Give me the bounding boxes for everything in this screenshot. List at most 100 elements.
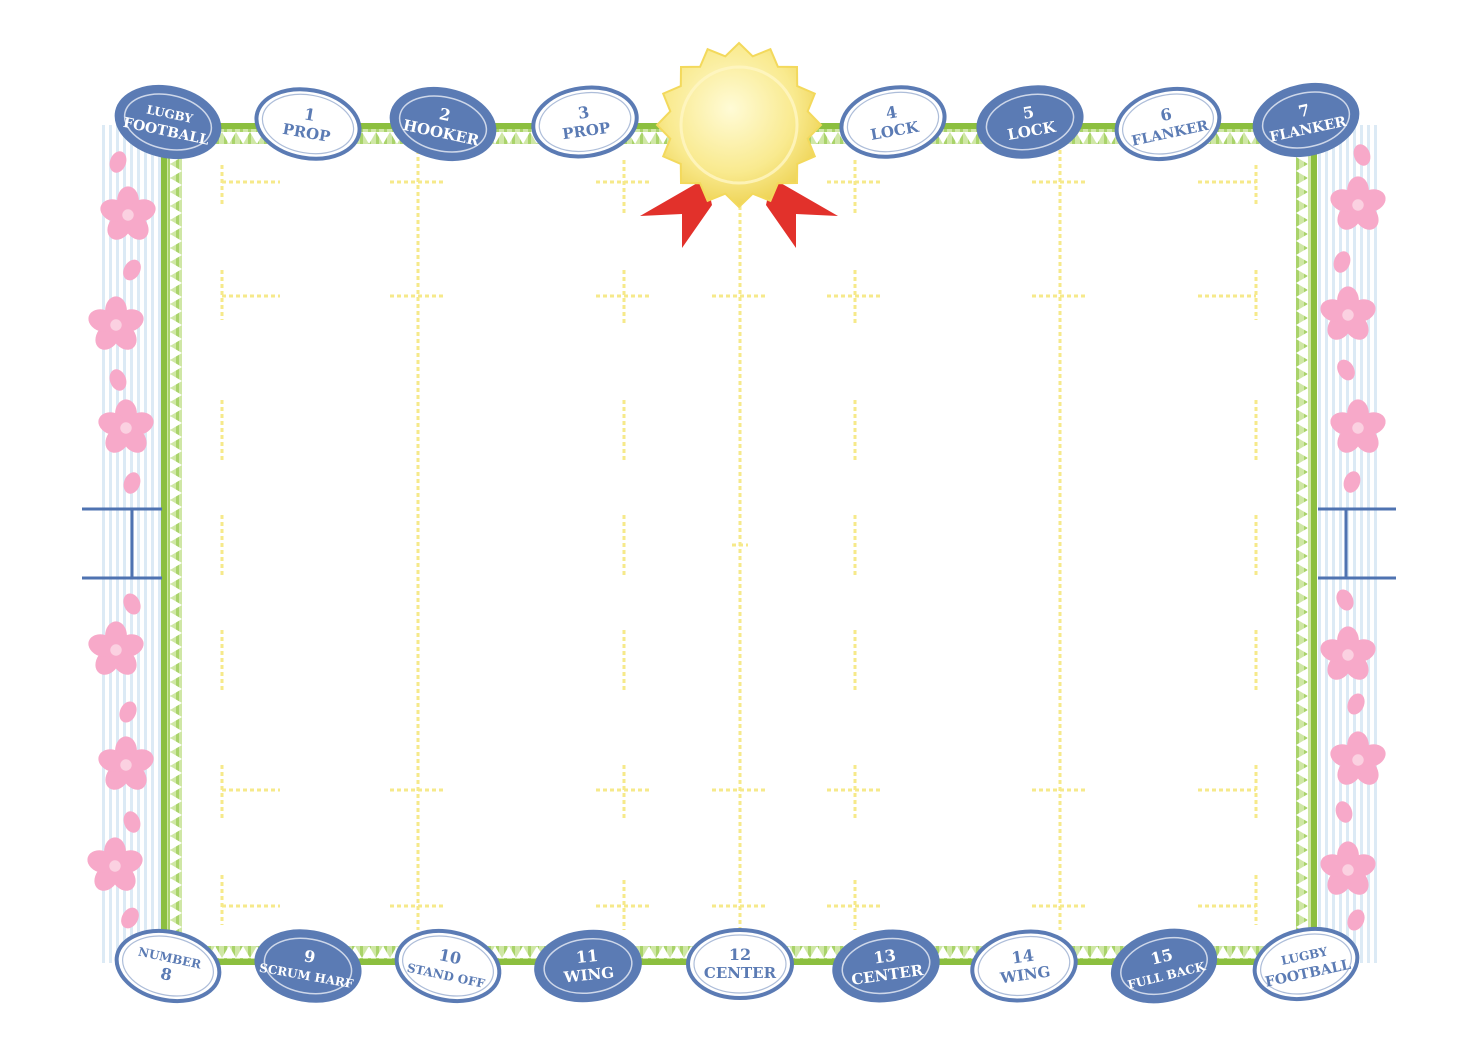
ball-body [114,85,222,159]
goal-posts [82,507,1396,580]
side-stripe [1360,125,1363,963]
fringe-tooth [170,696,182,710]
fringe-tooth [170,374,182,388]
fringe-tooth [1296,458,1308,472]
fringe-tooth [170,906,182,920]
fringe-tooth [170,808,182,822]
fringe-tooth [964,946,978,958]
fringe-tooth [1296,388,1308,402]
fringe-tooth [516,946,530,958]
fringe-tooth [170,360,182,374]
fringe-tooth [170,472,182,486]
fringe-tooth [170,388,182,402]
fringe-tooth [170,724,182,738]
fringe-tooth [170,556,182,570]
ball-label-line1: 2 [438,104,453,125]
cherry-blossom-icon [1320,286,1376,340]
cherry-blossom-icon [1330,399,1386,453]
fringe-tooth [1296,640,1308,654]
fringe-tooth [170,192,182,206]
fringe-tooth [1296,416,1308,430]
fringe-tooth [1076,946,1090,958]
fringe-tooth [1296,864,1308,878]
fringe-tooth [810,946,824,958]
fringe-tooth [502,132,516,144]
fringe-tooth [950,132,964,144]
fringe-tooth [170,654,182,668]
petal-icon [123,259,141,281]
medal-badge-inner [679,65,799,185]
fringe-tooth [1296,794,1308,808]
fringe-tooth [1104,946,1118,958]
ball-label-line1: 10 [437,945,463,968]
cherry-blossom-icon [100,186,156,240]
fringe-tooth [1296,626,1308,640]
fringe-tooth [1216,946,1230,958]
fringe-tooth [170,668,182,682]
side-stripe [1318,125,1321,963]
fringe-tooth [1296,696,1308,710]
side-stripe [144,125,147,963]
fringe-tooth [964,132,978,144]
fringe-tooth [1296,808,1308,822]
fringe-tooth [170,850,182,864]
fringe-tooth [1296,262,1308,276]
side-stripe [1325,125,1328,963]
fringe-tooth [170,528,182,542]
fringe-tooth [376,132,390,144]
ribbon-right [766,178,838,248]
ball-label-line1: 5 [1021,102,1035,123]
fringe-tooth [1296,836,1308,850]
fringe-tooth [950,946,964,958]
cherry-blossom-icon [88,621,144,675]
side-stripe [102,125,105,963]
petal-icon [123,472,141,494]
fringe-tooth [1296,164,1308,178]
ball-label-line2: 8 [159,964,174,985]
side-stripe [1332,125,1335,963]
ball-body [976,85,1084,159]
fringe-tooth [1296,668,1308,682]
ball-body [1110,928,1218,1004]
fringe-tooth [170,444,182,458]
fringe-tooth [362,946,376,958]
side-stripe [123,125,126,963]
petal-icon [109,151,127,173]
fringe-tooth [170,598,182,612]
fringe-tooth [936,946,950,958]
fringe-tooth [1296,766,1308,780]
fringe-tooth [1296,360,1308,374]
petal-icon [1337,359,1355,381]
fringe-tooth [1296,486,1308,500]
fringe-tooth [1296,276,1308,290]
pitch-markings [220,150,1258,930]
fringe-tooth [1296,682,1308,696]
fringe-tooth [1296,402,1308,416]
fringe-tooth [170,780,182,794]
petal-icon [1347,693,1365,715]
ball-body [254,87,362,161]
fringe-tooth [170,220,182,234]
fringe-tooth [796,946,810,958]
fringe-tooth [376,946,390,958]
ball-body [254,929,362,1003]
petal-icon [121,907,139,929]
fringe-tooth [1296,178,1308,192]
ball-body [394,929,502,1003]
fringe-tooth [170,542,182,556]
fringe-tooth [362,132,376,144]
ball-label-line2: WING [562,963,615,986]
cherry-blossom-icon [88,296,144,350]
fringe-tooth [170,892,182,906]
petal-icon [1343,471,1361,493]
cherry-blossom-icon [1330,176,1386,230]
fringe-tooth [170,346,182,360]
fringe-tooth [1296,542,1308,556]
fringe-tooth [1296,598,1308,612]
fringe-tooth [170,794,182,808]
fringe-tooth [1296,514,1308,528]
